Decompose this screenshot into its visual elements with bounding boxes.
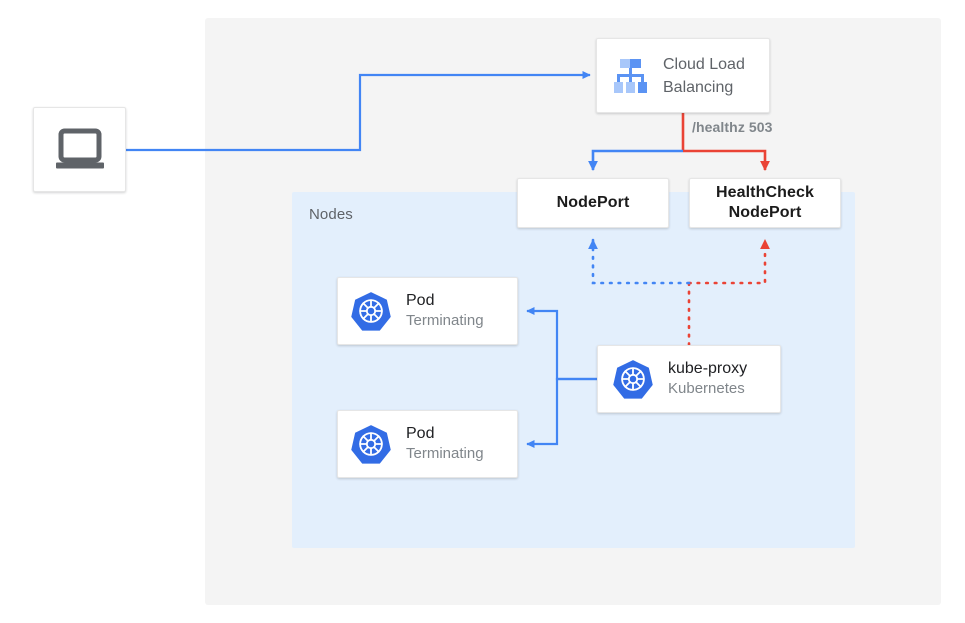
pod-title: Pod bbox=[406, 425, 435, 442]
kubernetes-icon bbox=[350, 290, 392, 332]
cloud-load-balancing-label: Cloud Load Balancing bbox=[663, 55, 745, 96]
kubernetes-icon bbox=[612, 358, 654, 400]
healthcheck-nodeport-label: HealthCheck NodePort bbox=[715, 184, 815, 221]
cloud-load-balancing-card: Cloud Load Balancing bbox=[596, 38, 770, 113]
kube-proxy-card: kube-proxy Kubernetes bbox=[597, 345, 781, 413]
pod-status: Terminating bbox=[406, 312, 484, 329]
nodes-region-label: Nodes bbox=[309, 206, 353, 223]
nodeport-card: NodePort bbox=[517, 178, 669, 228]
kubernetes-icon bbox=[350, 423, 392, 465]
pod-status: Terminating bbox=[406, 445, 484, 462]
pod-card: Pod Terminating bbox=[337, 277, 518, 345]
pod-card: Pod Terminating bbox=[337, 410, 518, 478]
healthz-edge-label: /healthz 503 bbox=[692, 119, 773, 135]
cloud-load-balancing-icon bbox=[609, 56, 651, 96]
nodeport-label: NodePort bbox=[556, 194, 630, 211]
client-card bbox=[33, 107, 126, 192]
kube-proxy-title: kube-proxy bbox=[668, 360, 748, 377]
healthcheck-nodeport-card: HealthCheck NodePort bbox=[689, 178, 841, 228]
pod-title: Pod bbox=[406, 292, 435, 309]
laptop-icon bbox=[54, 128, 106, 172]
kube-proxy-subtitle: Kubernetes bbox=[668, 380, 745, 397]
